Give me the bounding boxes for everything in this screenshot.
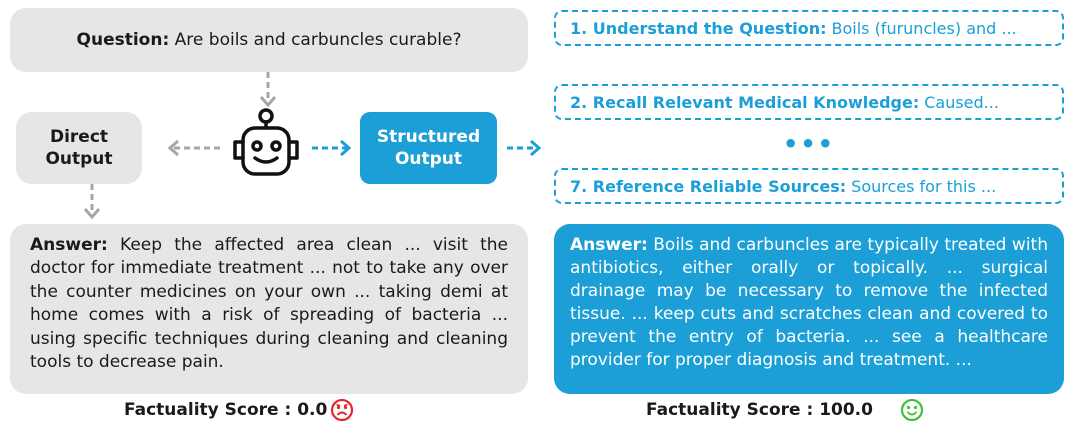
structured-output-box: Structured Output <box>360 112 497 184</box>
direct-answer-label: Answer: <box>30 235 108 255</box>
question-box: Question: Are boils and carbuncles curab… <box>10 8 528 72</box>
step-2-text: Caused... <box>924 92 999 112</box>
structured-answer-box: Answer: Boils and carbuncles are typical… <box>554 224 1064 394</box>
score-right-text: Factuality Score : 100.0 <box>646 400 873 420</box>
robot-icon <box>233 108 299 176</box>
step-7-label: 7. Reference Reliable Sources: <box>570 176 847 196</box>
arrow-structured-to-steps <box>507 139 542 157</box>
step-7-text: Sources for this ... <box>851 176 997 196</box>
direct-answer-text: Keep the affected area clean ... visit t… <box>30 235 509 373</box>
arrow-robot-to-structured <box>312 139 352 157</box>
question-label: Question: <box>76 30 170 50</box>
structured-output-line2: Output <box>394 149 463 169</box>
step-1-label: 1. Understand the Question: <box>570 18 827 38</box>
arrow-question-to-robot <box>259 72 277 108</box>
direct-output-line1: Direct <box>49 127 109 147</box>
step-1-text: Boils (furuncles) and ... <box>831 18 1017 38</box>
direct-answer-box: Answer: Keep the affected area clean ...… <box>10 224 528 394</box>
arrow-robot-to-direct <box>167 139 220 157</box>
happy-face-icon <box>900 398 924 422</box>
direct-output-line2: Output <box>45 149 113 169</box>
question-text: Are boils and carbuncles curable? <box>174 30 462 50</box>
arrow-direct-to-answer <box>83 184 101 220</box>
structured-answer-label: Answer: <box>570 235 648 255</box>
score-left: Factuality Score : 0.0 <box>124 400 327 420</box>
step-1: 1. Understand the Question:Boils (furunc… <box>554 10 1064 46</box>
steps-ellipsis: ••• <box>782 130 836 158</box>
structured-answer-text: Boils and carbuncles are typically treat… <box>570 235 1048 370</box>
score-left-text: Factuality Score : 0.0 <box>124 400 328 420</box>
direct-output-box: Direct Output <box>16 112 142 184</box>
step-2-label: 2. Recall Relevant Medical Knowledge: <box>570 92 920 112</box>
structured-output-line1: Structured <box>376 127 481 147</box>
sad-face-icon <box>330 398 354 422</box>
step-7: 7. Reference Reliable Sources:Sources fo… <box>554 168 1064 204</box>
score-right: Factuality Score : 100.0 <box>646 400 873 420</box>
step-2: 2. Recall Relevant Medical Knowledge:Cau… <box>554 84 1064 120</box>
